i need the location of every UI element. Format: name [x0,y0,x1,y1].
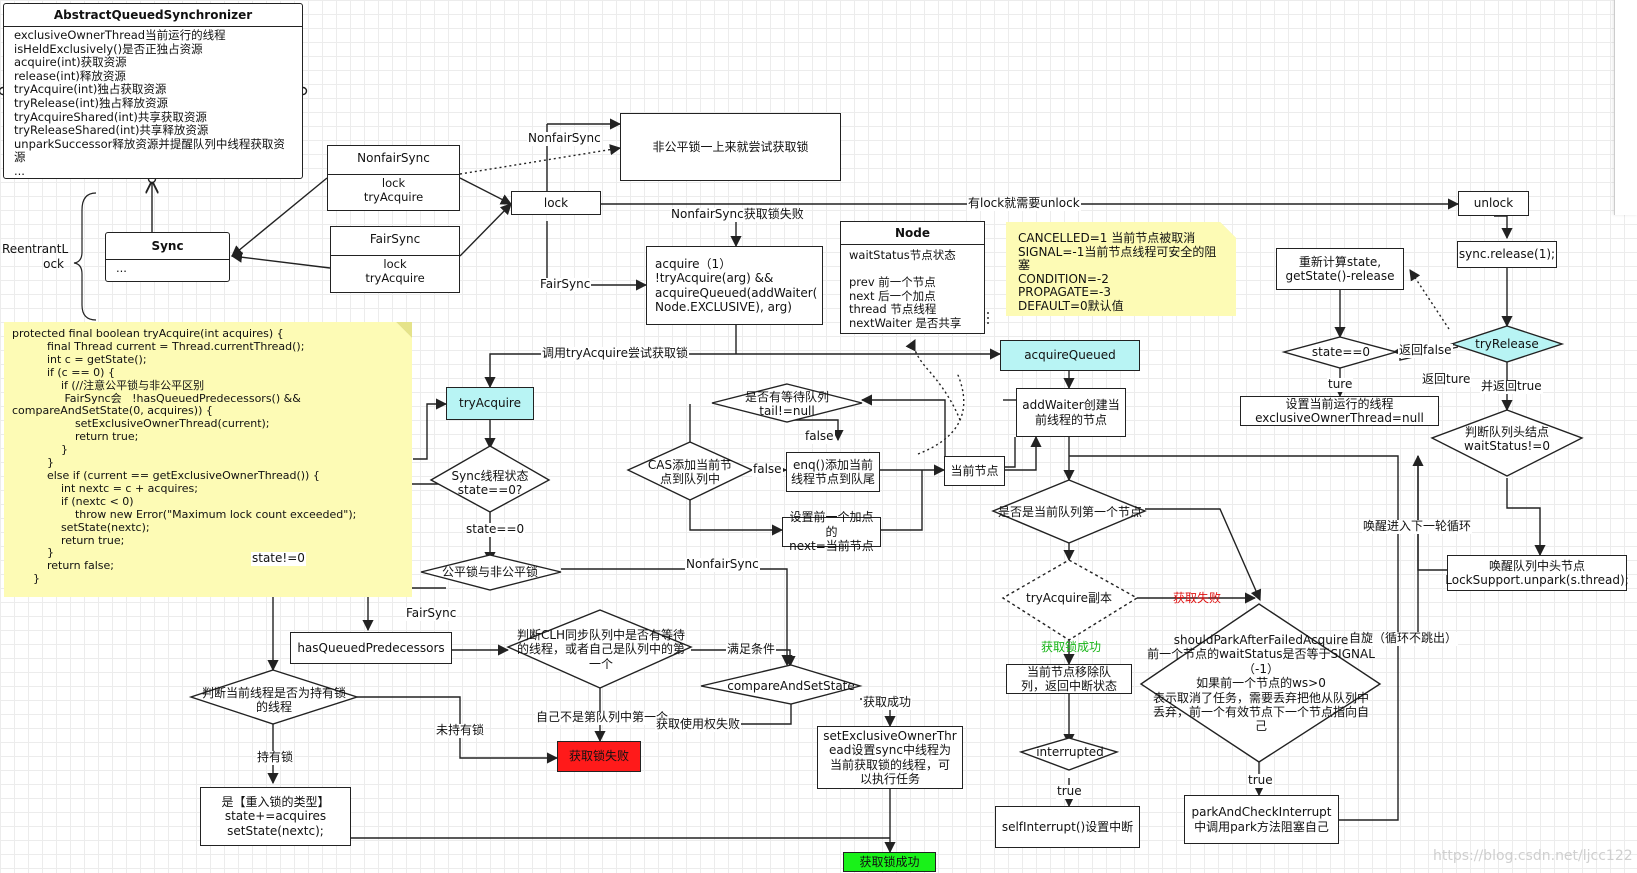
label-nonfairsync-top: NonfairSync [527,131,602,146]
addwaiter-box: addWaiter创建当 前线程的节点 [1016,388,1126,437]
label-true-park: true [1247,773,1274,788]
label-meets: 满足条件 [726,642,777,657]
label-return-true: 返回ture [1421,372,1472,387]
nonfairsync-class: NonfairSync lock tryAcquire [327,145,460,211]
set-null-box: 设置当前运行的线程 exclusiveOwnerThread=null [1240,396,1439,426]
unlock-box: unlock [1458,191,1529,216]
current-node-box: 当前节点 [944,456,1005,486]
reentrant-box: 是【重入锁的类型】 state+=acquires setState(nextc… [200,787,351,846]
side-panel-edge [1614,0,1637,215]
label-fairsync-2: FairSync [405,606,458,621]
lock-success-box: 获取锁成功 [843,852,936,872]
label-false-cas: false [752,462,783,477]
label-wake-loop: 唤醒进入下一轮循环 [1362,519,1473,534]
node-class-title: Node [841,222,984,245]
park-check-box: parkAndCheckInterrupt 中调用park方法阻塞自己 [1184,795,1339,844]
fairsync-class-title: FairSync [331,227,459,256]
label-not-first: 自己不是第队列中第一个 [535,710,670,725]
acquire-box: acquire（1） !tryAcquire(arg) && acquireQu… [646,246,823,325]
label-got: 获取成功 [862,695,913,710]
label-spin: 自旋（循环不跳出） [1348,631,1459,646]
label-ture: ture [1327,377,1354,392]
waitstatus-note: CANCELLED=1 当前节点被取消 SIGNAL=-1当前节点线程可安全的阻… [1006,222,1236,316]
aqs-class-members: exclusiveOwnerThread当前运行的线程 isHeldExclus… [14,28,285,178]
label-fairsync: FairSync [539,277,592,292]
node-class-fields: waitStatus节点状态 prev 前一个节点 next 后一个加点 thr… [849,248,962,330]
label-nonfairsync-2: NonfairSync [685,557,760,572]
enq-box: enq()添加当前 线程节点到队尾 [786,452,880,492]
sync-class-title: Sync [106,233,229,260]
hasqueued-box: hasQueuedPredecessors [290,632,452,664]
label-true-interrupted: true [1056,784,1083,799]
label-hold: 持有锁 [256,750,295,765]
tryacquire-code-note: protected final boolean tryAcquire(int a… [4,322,412,597]
sync-class-members: ... [116,261,127,275]
nonfair-try-box: 非公平锁一上来就尝试获取锁 [620,113,841,181]
aqs-class: AbstractQueuedSynchronizer exclusiveOwne… [3,3,303,179]
sync-class: Sync ... [105,232,230,282]
acquirequeued-box: acquireQueued [1000,340,1140,371]
label-state-ne-0: state!=0 [251,551,306,566]
label-fail-use: 获取使用权失败 [655,717,742,732]
reentrantlock-label: ReentrantL ock [2,242,69,271]
lock-fail-box: 获取锁失败 [557,741,641,772]
label-state-eq-0: state==0 [465,522,526,537]
label-return-false: 返回false [1398,343,1453,358]
tryacquire-box: tryAcquire [446,387,534,420]
label-fail-red: 获取失败 [1173,591,1222,605]
label-got-green: 获取锁成功 [1041,640,1102,654]
set-owner-box: setExclusiveOwnerThr ead设置sync中线程为 当前获取锁… [817,726,963,789]
nonfairsync-class-title: NonfairSync [328,146,459,175]
watermark: https://blog.csdn.net/ljcc122 [1433,848,1633,864]
node-class: Node waitStatus节点状态 prev 前一个节点 next 后一个加… [840,221,985,334]
label-nonfair-fail: NonfairSync获取锁失败 [670,207,805,222]
lock-box: lock [511,191,601,215]
sync-release-box: sync.release(1); [1457,241,1557,268]
fairsync-class: FairSync lock tryAcquire [330,226,460,293]
label-call-tryacquire: 调用tryAcquire尝试获取锁 [541,346,689,361]
set-prev-box: 设置前一个加点的 next=当前节点 [782,510,881,553]
label-and-true: 并返回true [1480,379,1543,394]
aqs-class-title: AbstractQueuedSynchronizer [4,4,302,27]
label-need-unlock: 有lock就需要unlock [967,196,1081,211]
nonfairsync-class-members: lock tryAcquire [363,176,424,204]
label-not-hold: 未持有锁 [435,723,486,738]
label-false-enq: false [804,429,835,444]
recalc-state-box: 重新计算state, getState()-release [1276,248,1404,290]
remove-node-box: 当前节点移除队 列，返回中断状态 [1006,664,1132,694]
unpark-box: 唤醒队列中头节点 LockSupport.unpark(s.thread); [1445,555,1629,591]
self-interrupt-box: selfInterrupt()设置中断 [995,806,1140,848]
fairsync-class-members: lock tryAcquire [365,257,425,285]
